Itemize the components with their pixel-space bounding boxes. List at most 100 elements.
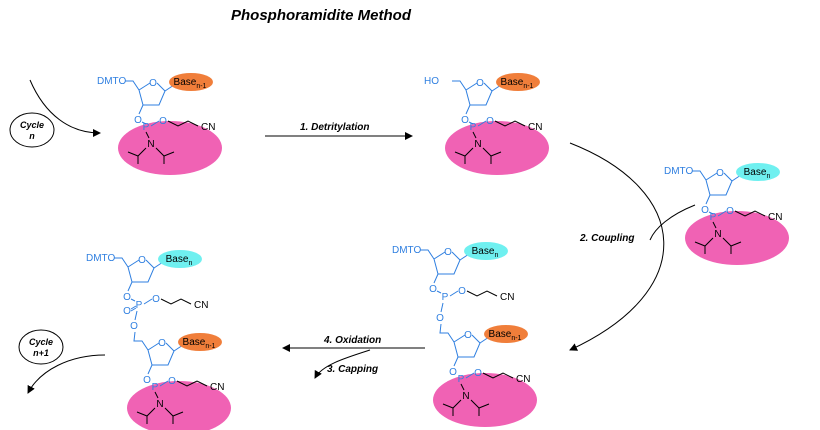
detritylated-monomer-ring-oxygen: O: [476, 78, 484, 89]
cycle-n1-circle: [18, 329, 64, 365]
detritylated-monomer-base-badge: [496, 73, 540, 91]
cycle-n-arrow: [29, 79, 101, 137]
coupled-dimer-upper-ring-oxygen: O: [444, 247, 452, 258]
oxidized-dimer-upper-base-label: Basen: [166, 254, 193, 267]
oxidized-dimer-linkage-down: [134, 310, 138, 321]
coupled-dimer-lower-amidite-nitrile: CN: [516, 374, 530, 385]
coupled-dimer-upper-3prime-oxygen: O: [429, 284, 437, 295]
coupled-dimer-lower-amidite-p-n-bond: [460, 383, 465, 391]
coupled-dimer-upper-ring-bond: [433, 251, 446, 260]
coupled-dimer-upper-base-label: Basen: [472, 246, 499, 259]
oxidized-dimer-phosphoryl-oxygen: O: [123, 306, 131, 317]
incoming-phosphoramidite-amidite-p-o-bond: [717, 210, 727, 217]
coupled-dimer-lower-ring-oxygen: O: [464, 330, 472, 341]
incoming-phosphoramidite-3prime-oxygen: O: [701, 205, 709, 216]
starting-monomer-o-p-bond: [141, 121, 147, 125]
oxidized-dimer-lower-3prime-oxygen: O: [143, 375, 151, 386]
incoming-phosphoramidite-base-badge: [736, 163, 780, 181]
oxidized-dimer-phosphoryl-bond: [130, 305, 137, 310]
starting-monomer-base-badge: [169, 73, 213, 91]
detritylated-monomer-5prime-label: HO: [424, 76, 439, 87]
incoming-phosphoramidite-amidite-ester-oxygen: O: [726, 206, 734, 217]
cycle-n1-index: n+1: [33, 348, 49, 358]
oxidized-dimer-lower-amidite-highlight: [127, 381, 231, 430]
oxidized-dimer-lower-amidite-ester-oxygen: O: [168, 376, 176, 387]
incoming-phosphoramidite-amidite-highlight: [685, 211, 789, 265]
starting-monomer-ring: [138, 82, 166, 106]
coupled-dimer-lower-amidite-ester-oxygen: O: [474, 368, 482, 379]
incoming-phosphoramidite-ring: [705, 172, 733, 196]
detritylated-monomer-amidite-p-n-bond: [472, 131, 477, 139]
incoming-phosphoramidite-amidite-p-n-bond: [712, 221, 717, 229]
starting-monomer-3prime-bond: [138, 104, 144, 115]
coupled-dimer-lower-base-subscript: n-1: [511, 335, 521, 342]
step-detritylation: 1. Detritylation: [300, 122, 369, 133]
incoming-phosphoramidite-5prime-bond: [692, 170, 707, 181]
starting-monomer-amidite-nitrile: CN: [201, 122, 215, 133]
incoming-phosphoramidite-ring-oxygen: O: [716, 168, 724, 179]
cycle-n1-arrow: [27, 354, 106, 394]
coupled-dimer-upper-base-subscript: n: [494, 252, 498, 259]
oxidized-dimer-upper-3prime-oxygen: O: [123, 292, 131, 303]
incoming-phosphoramidite-amidite-phosphorus: P: [710, 212, 717, 223]
coupled-dimer-upper-5prime-bond: [420, 249, 435, 260]
detritylated-monomer-5prime-bond: [452, 80, 467, 91]
coupled-dimer-linkage-oxygen: O: [458, 286, 466, 297]
detritylated-monomer-base-subscript: n-1: [523, 83, 533, 90]
starting-monomer-amidite-phosphorus: P: [143, 122, 150, 133]
oxidized-dimer-upper-5prime-bond: [114, 257, 129, 268]
coupled-dimer-lower-base-badge: [484, 325, 528, 343]
oxidized-dimer-lower-base-badge: [178, 333, 222, 351]
coupled-dimer-linkage-o-bond: [449, 290, 459, 297]
oxidized-dimer-lower-amidite-nitrogen: N: [156, 399, 163, 410]
oxidized-dimer-upper-5prime-label: DMTO: [86, 253, 115, 264]
coupled-dimer-lower-3prime-bond: [453, 356, 459, 367]
incoming-phosphoramidite-3prime-bond: [705, 194, 711, 205]
oxidized-dimer-lower-3prime-bond: [147, 364, 153, 375]
oxidized-dimer-upper-base-subscript: n: [188, 260, 192, 267]
oxidized-dimer-lower-amidite-phosphorus: P: [152, 382, 159, 393]
incoming-phosphoramidite-ring-bond: [705, 172, 718, 181]
oxidized-dimer-lower-5prime-bond: [133, 331, 149, 351]
coupling-arrow: [569, 142, 665, 351]
coupled-dimer-lower-ring-bond: [453, 334, 466, 343]
starting-monomer-amidite-ester-oxygen: O: [159, 116, 167, 127]
step-oxidation: 4. Oxidation: [323, 335, 381, 346]
oxidized-dimer-phosphoryl-bond-2: [130, 307, 137, 312]
page-title: Phosphoramidite Method: [231, 7, 412, 24]
detritylated-monomer-amidite-highlight: [445, 121, 549, 175]
oxidized-dimer-linkage-nitrile: CN: [194, 300, 208, 311]
incoming-phosphoramidite-5prime-label: DMTO: [664, 166, 693, 177]
coupling-branch-line: [649, 204, 696, 241]
oxidized-dimer-upper-base-badge: [158, 250, 202, 268]
coupled-dimer-linkage-phosphorus: P: [442, 292, 449, 303]
cycle-n-index: n: [29, 131, 35, 141]
starting-monomer-ring-oxygen: O: [149, 78, 157, 89]
detritylated-monomer-amidite-phosphorus: P: [470, 122, 477, 133]
detritylated-monomer-amidite-p-o-bond: [477, 120, 487, 127]
oxidized-dimer-upper-ring: [127, 259, 155, 283]
cycle-n1-label: Cycle: [29, 337, 53, 347]
detritylated-monomer-amidite-ethyl-chain: [494, 120, 526, 127]
coupled-dimer-lower-amidite-ethyl-chain: [482, 372, 514, 379]
detritylated-monomer-amidite-ester-oxygen: O: [486, 116, 494, 127]
incoming-phosphoramidite-base-label: Basen: [744, 167, 771, 180]
oxidized-dimer-upper-ring-bond: [127, 259, 140, 268]
oxidized-dimer-lower-amidite-p-n-bond: [154, 391, 159, 399]
cycle-n-label: Cycle: [20, 120, 44, 130]
coupled-dimer-lower-amidite-highlight: [433, 373, 537, 427]
oxidized-dimer-lower-ring: [147, 342, 175, 366]
oxidized-dimer-lower-base-subscript: n-1: [205, 343, 215, 350]
oxidized-dimer-lower-ring-oxygen: O: [158, 338, 166, 349]
starting-monomer-3prime-oxygen: O: [134, 115, 142, 126]
oxidized-dimer-linkage-oxygen: O: [152, 294, 160, 305]
detritylated-monomer-3prime-oxygen: O: [461, 115, 469, 126]
detritylated-monomer-ring: [465, 82, 493, 106]
starting-monomer-base-subscript: n-1: [196, 83, 206, 90]
